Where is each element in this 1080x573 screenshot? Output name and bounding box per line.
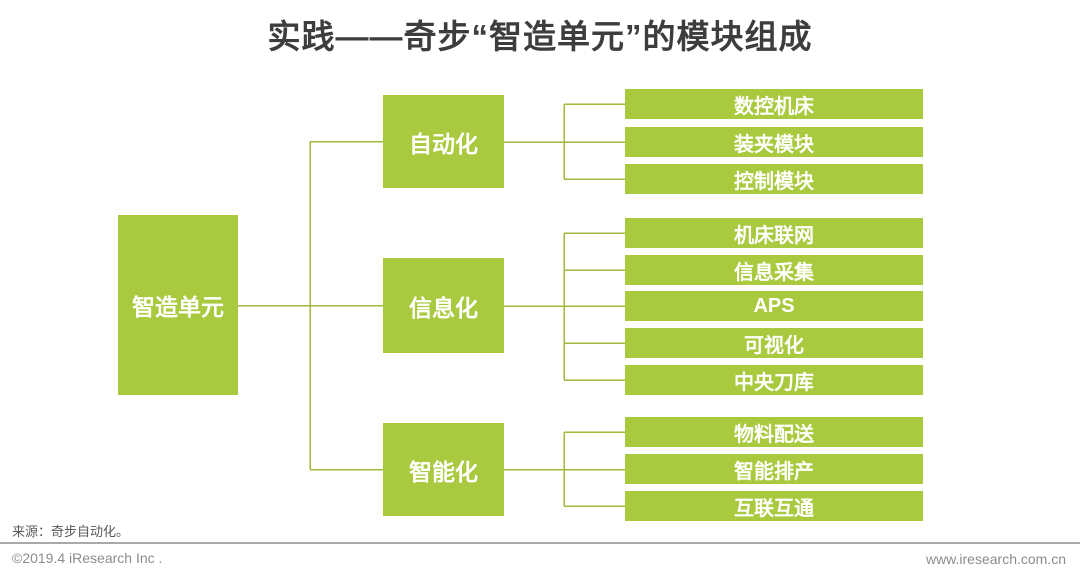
leaf-node: 数控机床 [625,89,923,119]
page-title: 实践——奇步“智造单元”的模块组成 [267,18,813,55]
leaf-node: 智能排产 [625,454,923,484]
branch-automation: 自动化 [383,95,504,188]
footer-copyright: ©2019.4 iResearch Inc . [12,550,163,566]
leaf-node: 装夹模块 [625,127,923,157]
leaf-node: 中央刀库 [625,365,923,395]
root-node-smart-unit: 智造单元 [118,215,238,395]
branch-intelligence: 智能化 [383,423,504,516]
footer-website: www.iresearch.com.cn [925,551,1066,567]
leaf-node: 物料配送 [625,417,923,447]
leaf-node: 控制模块 [625,164,923,194]
leaf-node: 信息采集 [625,255,923,285]
leaf-node: 互联互通 [625,491,923,521]
leaf-node: 可视化 [625,328,923,358]
leaf-node: 机床联网 [625,218,923,248]
leaf-node: APS [625,291,923,321]
source-note: 来源：奇步自动化。 [12,524,130,539]
branch-informatization: 信息化 [383,258,504,353]
footer-divider [0,542,1080,544]
